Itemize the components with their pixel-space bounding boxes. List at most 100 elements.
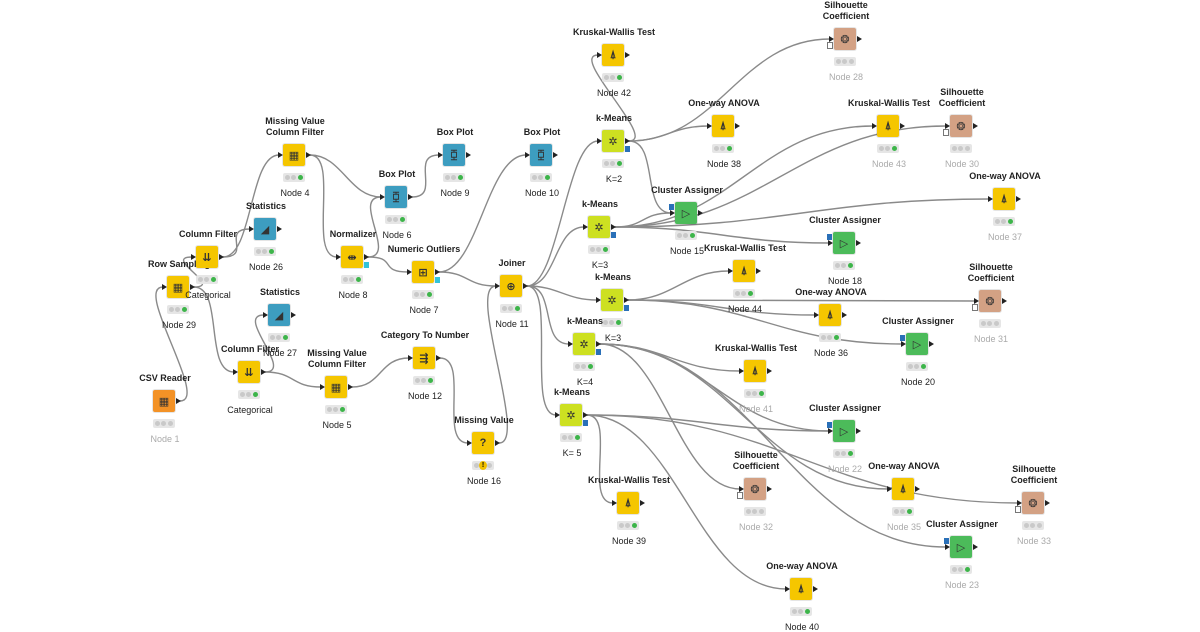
node-title[interactable]: One-way ANOVA	[795, 287, 867, 297]
output-port[interactable]	[553, 152, 558, 158]
optional-input-port[interactable]	[972, 304, 978, 311]
node-title[interactable]: Normalizer	[329, 229, 377, 239]
input-port[interactable]	[887, 486, 892, 492]
node-n26[interactable]: Statistics◢Node 26	[246, 201, 286, 272]
node-n35[interactable]: One-way ANOVA⍋Node 35	[868, 461, 940, 532]
connection-n13-n31[interactable]	[627, 299, 976, 302]
connection-n11-n17[interactable]	[526, 285, 557, 416]
node-n7[interactable]: Numeric Outliers⊞Node 7	[388, 244, 461, 315]
node-icon-box[interactable]: ✲	[588, 216, 610, 238]
node-label[interactable]: Node 44	[727, 304, 763, 314]
connection-n24-n27[interactable]	[255, 314, 274, 373]
node-icon-box[interactable]: ⍋	[877, 115, 899, 137]
node-title[interactable]: k-Means	[553, 387, 591, 397]
input-port[interactable]	[901, 341, 906, 347]
output-port[interactable]	[856, 240, 861, 246]
node-icon-box[interactable]: ▦	[167, 276, 189, 298]
output-port[interactable]	[756, 268, 761, 274]
output-port[interactable]	[640, 500, 645, 506]
node-title[interactable]: Box Plot	[436, 127, 474, 137]
output-port[interactable]	[466, 152, 471, 158]
node-title[interactable]: Box Plot	[378, 169, 416, 179]
input-port[interactable]	[263, 312, 268, 318]
node-n14[interactable]: k-Means✲K=4	[567, 316, 603, 387]
input-port[interactable]	[828, 240, 833, 246]
node-icon-box[interactable]: ?	[472, 432, 494, 454]
node-icon-box[interactable]: ❂	[744, 478, 766, 500]
node-n36[interactable]: One-way ANOVA⍋Node 36	[795, 287, 867, 358]
node-icon-box[interactable]: ❂	[1022, 492, 1044, 514]
input-port[interactable]	[707, 123, 712, 129]
node-annotation[interactable]: K=2	[605, 174, 623, 184]
node-icon-box[interactable]: ✲	[573, 333, 595, 355]
input-port[interactable]	[597, 52, 602, 58]
input-port[interactable]	[739, 486, 744, 492]
input-port[interactable]	[945, 544, 950, 550]
node-label[interactable]: Node 41	[738, 404, 774, 414]
node-title[interactable]: Silhouette Coefficient	[938, 87, 986, 108]
node-title[interactable]: Category To Number	[380, 330, 470, 340]
node-icon-box[interactable]: ⇶	[413, 347, 435, 369]
node-n13[interactable]: k-Means✲K=3	[595, 272, 631, 343]
node-icon-box[interactable]: ▦	[283, 144, 305, 166]
node-icon-box[interactable]: ▷	[675, 202, 697, 224]
input-port[interactable]	[945, 123, 950, 129]
output-port[interactable]	[1016, 196, 1021, 202]
input-port[interactable]	[233, 369, 238, 375]
output-port[interactable]	[435, 269, 440, 275]
node-label[interactable]: Node 6	[382, 230, 412, 240]
connection-n14-n23[interactable]	[599, 343, 947, 548]
node-n37[interactable]: One-way ANOVA⍋Node 37	[969, 171, 1041, 242]
connection-n7-n10[interactable]	[438, 154, 527, 273]
node-label[interactable]: Node 8	[338, 290, 368, 300]
output-port[interactable]	[813, 586, 818, 592]
node-icon-box[interactable]: ✲	[560, 404, 582, 426]
node-label[interactable]: Node 35	[886, 522, 922, 532]
node-n44[interactable]: Kruskal-Wallis Test⍋Node 44	[704, 243, 786, 314]
node-label[interactable]: Node 22	[827, 464, 863, 474]
output-port[interactable]	[306, 152, 311, 158]
model-input-port[interactable]	[827, 234, 832, 240]
node-title[interactable]: Statistics	[259, 287, 301, 297]
node-n29[interactable]: Row Sampling▦Node 29	[148, 259, 210, 330]
node-label[interactable]: Node 9	[440, 188, 470, 198]
connection-n16-n11[interactable]	[487, 285, 508, 444]
node-icon-box[interactable]: ⇹	[341, 246, 363, 268]
node-n2[interactable]: k-Means✲K=2	[596, 113, 632, 184]
node-title[interactable]: Cluster Assigner	[809, 403, 881, 413]
node-n40[interactable]: One-way ANOVA⍋Node 40	[766, 561, 838, 632]
output-port[interactable]	[624, 297, 629, 303]
node-icon-box[interactable]: ✲	[602, 130, 624, 152]
model-input-port[interactable]	[669, 204, 674, 210]
input-port[interactable]	[336, 254, 341, 260]
node-n12[interactable]: Category To Number⇶Node 12	[381, 330, 469, 401]
node-label[interactable]: Node 10	[524, 188, 560, 198]
node-title[interactable]: Column Filter	[221, 344, 279, 354]
output-port[interactable]	[523, 283, 528, 289]
input-port[interactable]	[829, 36, 834, 42]
connection-n4-n6[interactable]	[309, 154, 382, 198]
node-n31[interactable]: Silhouette Coefficient❂Node 31	[968, 262, 1015, 344]
connection-n2-n28[interactable]	[628, 38, 831, 142]
optional-input-port[interactable]	[737, 492, 743, 499]
output-port[interactable]	[364, 254, 369, 260]
node-icon-box[interactable]: ⍋	[993, 188, 1015, 210]
connection-n5-n12[interactable]	[351, 357, 410, 388]
connection-n2-n15[interactable]	[628, 140, 672, 214]
connection-n4-n8[interactable]	[309, 154, 338, 258]
node-n3[interactable]: k-Means✲K=3	[582, 199, 618, 270]
node-n20[interactable]: Cluster Assigner▷Node 20	[882, 316, 954, 387]
node-title[interactable]: Joiner	[498, 258, 526, 268]
model-output-port[interactable]	[624, 305, 629, 311]
node-label[interactable]: Node 38	[706, 159, 742, 169]
output-port[interactable]	[611, 224, 616, 230]
node-n33[interactable]: Silhouette Coefficient❂Node 33	[1011, 464, 1058, 546]
connection-n11-n14[interactable]	[526, 285, 570, 345]
node-n23[interactable]: Cluster Assigner▷Node 23	[926, 519, 998, 590]
node-n32[interactable]: Silhouette Coefficient❂Node 32	[733, 450, 780, 532]
input-port[interactable]	[785, 586, 790, 592]
output-port[interactable]	[929, 341, 934, 347]
input-port[interactable]	[320, 384, 325, 390]
node-label[interactable]: Node 27	[262, 348, 298, 358]
model-output-port[interactable]	[435, 277, 440, 283]
